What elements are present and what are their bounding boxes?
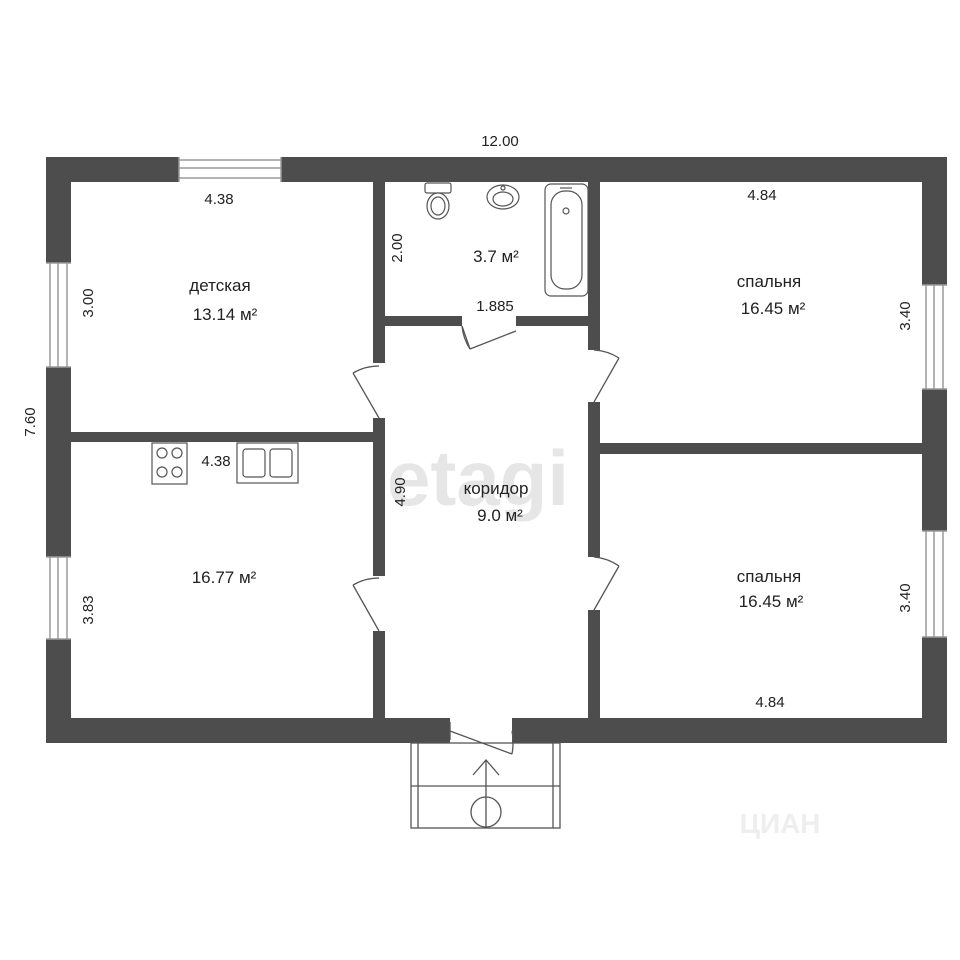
cian-watermark: ЦИАН	[739, 808, 820, 839]
door-entrance	[449, 722, 514, 755]
wall-corridor-right-mid	[588, 402, 600, 557]
dim-overall-width: 12.00	[481, 133, 519, 150]
dim-bedroom-top-height: 3.40	[897, 301, 914, 330]
room-bathroom-area: 3.7 м²	[473, 247, 519, 266]
kitchen-fixtures	[151, 442, 299, 485]
wall-bedroom-divider	[600, 443, 922, 454]
room-nursery-area: 13.14 м²	[193, 305, 258, 324]
dim-overall-height: 7.60	[22, 407, 39, 436]
dim-kitchen-width: 4.38	[201, 453, 230, 470]
wall-bottom-right	[512, 718, 947, 743]
interior-walls	[71, 182, 922, 718]
dim-nursery-height: 3.00	[80, 288, 97, 317]
etagi-watermark: etagi	[387, 434, 569, 522]
dim-nursery-width: 4.38	[204, 191, 233, 208]
wall-nursery-bath-upper	[373, 182, 385, 363]
entrance-porch	[410, 742, 561, 829]
room-nursery-name: детская	[189, 276, 250, 295]
dim-bath-door: 1.885	[476, 298, 514, 315]
wall-left-corridor-low	[373, 631, 385, 718]
wall-nursery-kitchen	[71, 432, 373, 442]
room-corridor-name: коридор	[464, 479, 529, 498]
dim-corridor-length: 4.90	[392, 477, 409, 506]
dim-bedroom-top-width: 4.84	[747, 187, 776, 204]
stove-icon	[151, 442, 188, 485]
door-bathroom	[461, 325, 517, 350]
door-bedroom-top	[593, 349, 620, 403]
wall-bath-corridor-right	[516, 316, 596, 326]
room-kitchen-area: 16.77 м²	[192, 568, 257, 587]
wall-bottom-left	[46, 718, 450, 743]
dimension-labels: 12.00 7.60 4.38 3.00 2.00 1.885 4.38 3.8…	[22, 133, 914, 711]
room-bedroom-1-name: спальня	[737, 272, 802, 291]
dim-bedroom-bottom-height: 3.40	[897, 583, 914, 612]
room-bedroom-2-area: 16.45 м²	[739, 592, 804, 611]
window-lines	[46, 157, 947, 640]
dim-kitchen-height: 3.83	[80, 595, 97, 624]
wall-right	[922, 157, 947, 743]
outer-walls	[46, 157, 947, 743]
dim-bath-height: 2.00	[389, 233, 406, 262]
door-nursery	[352, 365, 380, 419]
toilet-icon	[424, 182, 452, 220]
door-kitchen	[352, 577, 380, 632]
door-bedroom-bottom	[593, 556, 620, 611]
doors	[352, 325, 620, 755]
bathtub-icon	[544, 183, 589, 297]
sink-icon	[486, 184, 520, 210]
wall-left-corridor-mid	[373, 418, 385, 576]
window-openings	[46, 157, 947, 639]
room-bedroom-1-area: 16.45 м²	[741, 299, 806, 318]
bathroom-fixtures	[424, 182, 589, 297]
dim-bedroom-bottom-width: 4.84	[755, 694, 784, 711]
wall-corridor-right-upper	[588, 182, 600, 350]
wall-corridor-right-low	[588, 610, 600, 718]
kitchen-sink-icon	[236, 442, 299, 484]
room-corridor-area: 9.0 м²	[477, 506, 523, 525]
wall-bath-corridor-left	[385, 316, 462, 326]
room-bedroom-2-name: спальня	[737, 567, 802, 586]
wall-left	[46, 157, 71, 743]
room-labels: детская 13.14 м² 3.7 м² спальня 16.45 м²…	[189, 247, 805, 611]
